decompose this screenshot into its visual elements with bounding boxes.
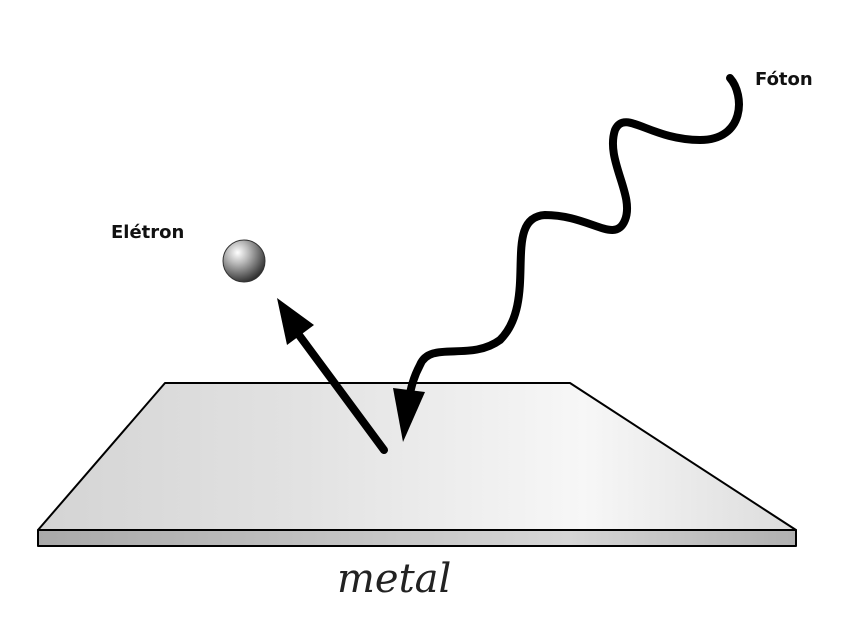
electron-label: Elétron — [111, 222, 184, 243]
emission-arrowhead — [277, 298, 314, 345]
metal-label: metal — [337, 556, 451, 602]
metal-plate-edge — [38, 530, 796, 546]
photon-label: Fóton — [755, 69, 813, 90]
electron-sphere-icon — [223, 240, 265, 282]
photon-wave-path — [409, 78, 739, 400]
